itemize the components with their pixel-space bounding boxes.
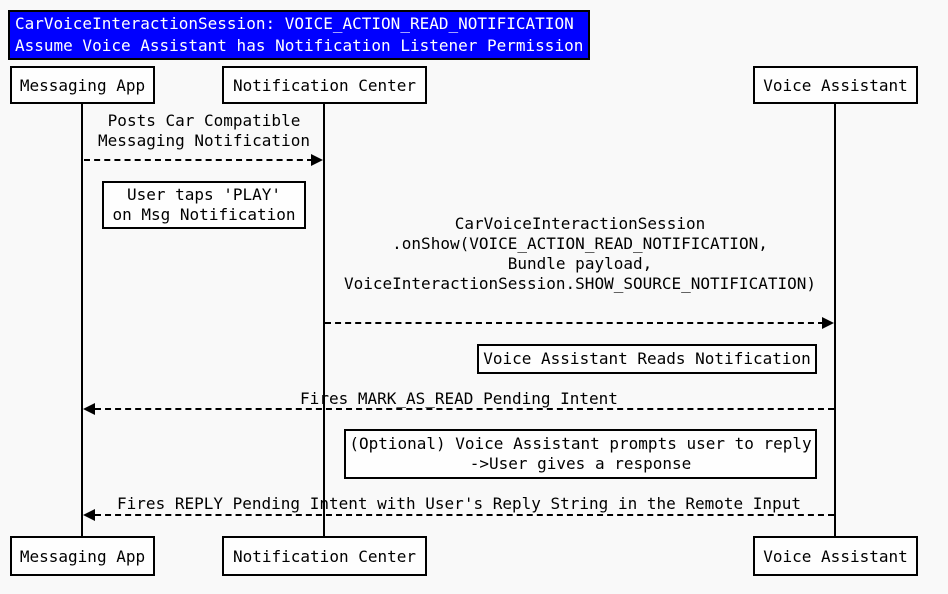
lifeline-voice-assistant [834,104,836,536]
message-label-mark-as-read: Fires MARK_AS_READ Pending Intent [300,389,618,408]
participant-voice-assistant-bottom: Voice Assistant [753,536,918,576]
participant-voice-assistant-top: Voice Assistant [753,66,918,104]
arrowhead-left-icon [83,403,95,415]
message-arrow-1 [84,159,313,161]
participant-notification-center-top: Notification Center [222,66,427,104]
note-user-taps-play: User taps 'PLAY' on Msg Notification [102,181,306,229]
message-arrow-2 [325,322,824,324]
lifeline-notification-center [323,104,325,536]
message-label-reply-intent: Fires REPLY Pending Intent with User's R… [117,494,801,513]
message-arrow-4 [95,514,834,516]
participant-notification-center-bottom: Notification Center [222,536,427,576]
participant-messaging-app-bottom: Messaging App [10,536,155,576]
lifeline-messaging-app [81,104,83,536]
message-arrow-3 [95,408,834,410]
message-label-posts-notification: Posts Car Compatible Messaging Notificat… [98,111,310,150]
note-optional-reply: (Optional) Voice Assistant prompts user … [344,429,817,479]
diagram-title: CarVoiceInteractionSession: VOICE_ACTION… [8,10,591,60]
note-va-reads-notification: Voice Assistant Reads Notification [477,344,817,374]
arrowhead-right-icon [822,317,834,329]
participant-messaging-app-top: Messaging App [10,66,155,104]
message-label-onshow: CarVoiceInteractionSession .onShow(VOICE… [343,214,816,293]
arrowhead-left-icon [83,509,95,521]
arrowhead-right-icon [311,154,323,166]
